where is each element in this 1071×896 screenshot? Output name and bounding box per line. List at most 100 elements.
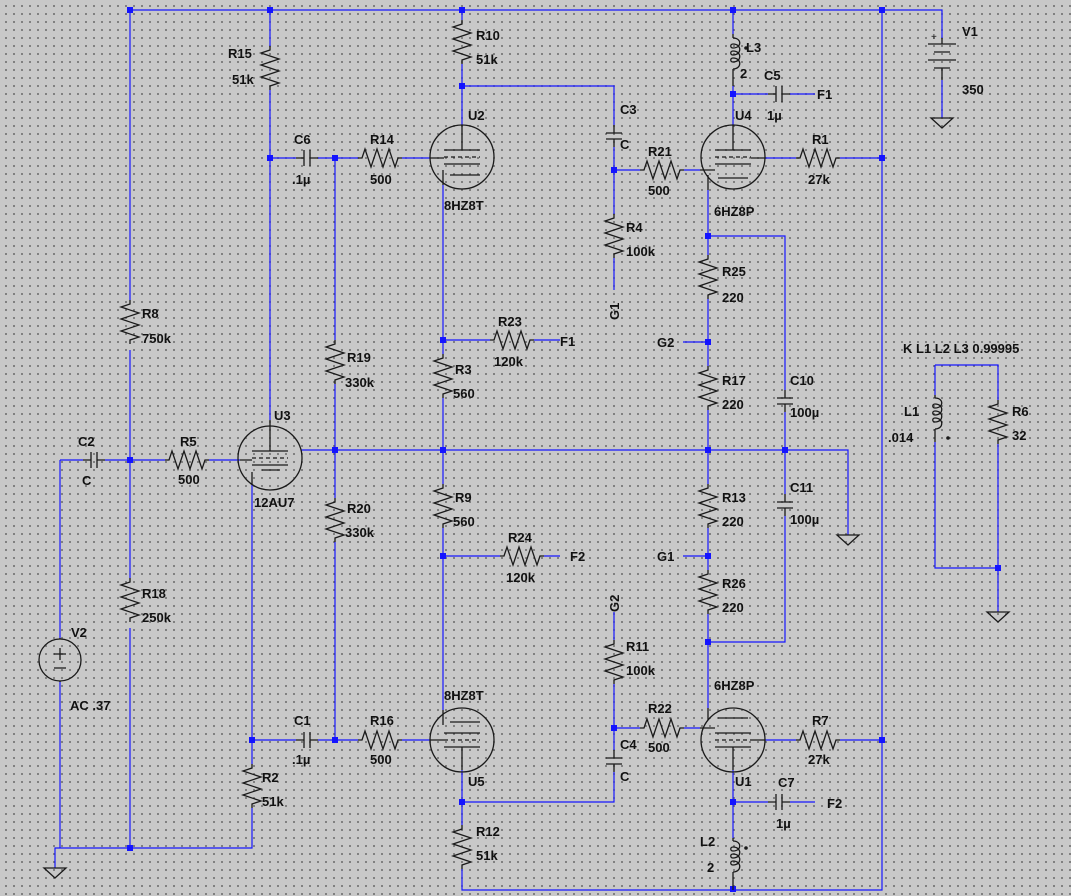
- label-R4-ref: R4: [626, 220, 643, 235]
- label-C1-ref: C1: [294, 713, 311, 728]
- capacitor-C7[interactable]: [767, 793, 791, 811]
- label-R5-ref: R5: [180, 434, 197, 449]
- resistor-R7[interactable]: [795, 730, 841, 750]
- label-R2-ref: R2: [262, 770, 279, 785]
- tube-U3[interactable]: [237, 420, 303, 491]
- label-C5-value: 1µ: [767, 108, 782, 123]
- label-C11-ref: C11: [790, 480, 813, 495]
- label-V1-value: 350: [962, 82, 984, 97]
- label-U4-value: 6HZ8P: [714, 204, 755, 219]
- resistor-R5[interactable]: [164, 450, 210, 470]
- label-F2-mid: F2: [570, 549, 585, 564]
- inductor-L3[interactable]: [730, 34, 748, 86]
- label-U1-value: 6HZ8P: [714, 678, 755, 693]
- resistor-R8[interactable]: [120, 299, 140, 345]
- label-F1-top: F1: [817, 87, 832, 102]
- resistor-R23[interactable]: [489, 330, 535, 350]
- label-C6-value: .1µ: [292, 172, 310, 187]
- label-C2-value: C: [82, 473, 92, 488]
- label-U5-ref: U5: [468, 774, 485, 789]
- label-R8-ref: R8: [142, 306, 159, 321]
- label-R23-ref: R23: [498, 314, 522, 329]
- resistor-R11[interactable]: [604, 639, 624, 685]
- resistor-R4[interactable]: [604, 213, 624, 259]
- resistor-R25[interactable]: [698, 254, 718, 300]
- resistor-R18[interactable]: [120, 577, 140, 623]
- inductor-L2[interactable]: [730, 838, 748, 890]
- label-C5-ref: C5: [764, 68, 781, 83]
- resistor-R6[interactable]: [988, 399, 1008, 445]
- label-R10-value: 51k: [476, 52, 498, 67]
- label-C7-value: 1µ: [776, 816, 791, 831]
- label-C10-value: 100µ: [790, 405, 819, 420]
- label-L1-value: .014: [888, 430, 914, 445]
- resistor-R12[interactable]: [452, 824, 472, 870]
- label-U3-value: 12AU7: [254, 495, 294, 510]
- label-L1-ref: L1: [904, 404, 919, 419]
- label-C11-value: 100µ: [790, 512, 819, 527]
- tube-U2[interactable]: [429, 124, 495, 190]
- label-R21-value: 500: [648, 183, 670, 198]
- label-R1-ref: R1: [812, 132, 829, 147]
- label-C3-ref: C3: [620, 102, 637, 117]
- label-C1-value: .1µ: [292, 752, 310, 767]
- label-R26-value: 220: [722, 600, 744, 615]
- resistor-R16[interactable]: [357, 730, 403, 750]
- inductor-L1[interactable]: [932, 395, 950, 442]
- label-R25-ref: R25: [722, 264, 746, 279]
- ground-symbols: [43, 117, 1010, 879]
- resistor-R19[interactable]: [325, 339, 345, 385]
- label-R19-ref: R19: [347, 350, 371, 365]
- capacitor-C1[interactable]: [295, 731, 319, 749]
- label-C4-ref: C4: [620, 737, 637, 752]
- label-R22-ref: R22: [648, 701, 672, 716]
- label-R7-value: 27k: [808, 752, 830, 767]
- resistor-R15[interactable]: [260, 45, 280, 91]
- label-R4-value: 100k: [626, 244, 656, 259]
- label-R8-value: 750k: [142, 331, 172, 346]
- label-R26-ref: R26: [722, 576, 746, 591]
- capacitor-C2[interactable]: [82, 451, 106, 469]
- resistor-R26[interactable]: [698, 569, 718, 615]
- label-R18-ref: R18: [142, 586, 166, 601]
- capacitor-C6[interactable]: [295, 149, 319, 167]
- voltage-source-V1[interactable]: +: [928, 32, 956, 80]
- label-R11-ref: R11: [626, 639, 649, 654]
- label-R17-ref: R17: [722, 373, 746, 388]
- tube-U1[interactable]: [700, 707, 766, 773]
- label-U5-value: 8HZ8T: [444, 688, 484, 703]
- resistor-R20[interactable]: [325, 497, 345, 543]
- resistor-R10[interactable]: [452, 19, 472, 65]
- resistor-R2[interactable]: [242, 763, 262, 809]
- label-R19-value: 330k: [345, 375, 375, 390]
- resistor-R21[interactable]: [639, 160, 685, 180]
- label-U4-ref: U4: [735, 108, 752, 123]
- label-L2-ref: L2: [700, 834, 715, 849]
- label-R20-ref: R20: [347, 501, 371, 516]
- resistor-R3[interactable]: [433, 353, 453, 399]
- label-G1-top: G1: [607, 303, 622, 320]
- label-G1-left: G1: [657, 549, 674, 564]
- label-C6-ref: C6: [294, 132, 311, 147]
- label-R6-ref: R6: [1012, 404, 1029, 419]
- label-R9-value: 560: [453, 514, 475, 529]
- spice-directive: K L1 L2 L3 0.99995: [903, 341, 1019, 356]
- label-R14-ref: R14: [370, 132, 395, 147]
- label-R24-ref: R24: [508, 530, 533, 545]
- label-R3-ref: R3: [455, 362, 472, 377]
- voltage-source-V2[interactable]: [38, 638, 82, 682]
- resistor-R22[interactable]: [639, 718, 685, 738]
- capacitor-C5[interactable]: [767, 85, 791, 103]
- resistor-R1[interactable]: [795, 148, 841, 168]
- label-U2-value: 8HZ8T: [444, 198, 484, 213]
- label-R11-value: 100k: [626, 663, 656, 678]
- tube-U4[interactable]: [700, 124, 766, 190]
- resistor-R17[interactable]: [698, 365, 718, 411]
- resistor-R13[interactable]: [698, 483, 718, 529]
- label-R13-value: 220: [722, 514, 744, 529]
- label-C10-ref: C10: [790, 373, 814, 388]
- resistor-R9[interactable]: [433, 483, 453, 529]
- resistor-R14[interactable]: [357, 148, 403, 168]
- tube-U5[interactable]: [429, 707, 495, 773]
- resistor-R24[interactable]: [499, 546, 545, 566]
